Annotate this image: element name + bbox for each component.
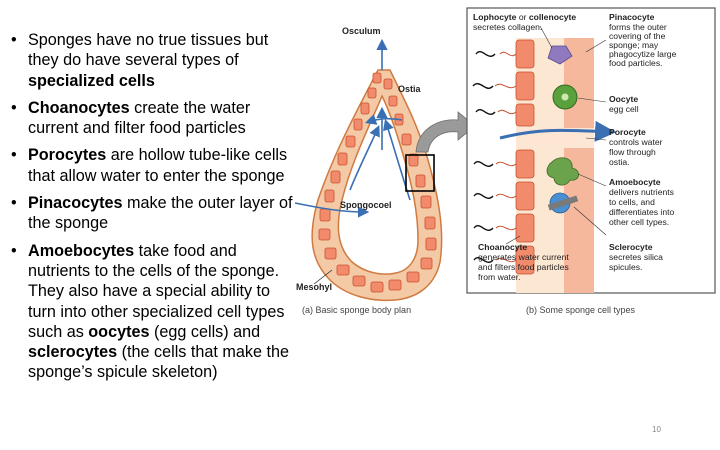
label-choanocyte: Choanocyte bbox=[478, 242, 527, 252]
bullet-item: Sponges have no true tissues but they do… bbox=[10, 30, 295, 91]
label-porocyte: Porocyte bbox=[609, 127, 646, 137]
svg-text:from water.: from water. bbox=[478, 272, 521, 282]
water-flow-arrows bbox=[294, 38, 411, 218]
svg-text:other cell types.: other cell types. bbox=[609, 217, 669, 227]
svg-text:Lophocyte or collenocyte: Lophocyte or collenocyte bbox=[473, 12, 576, 22]
wall-chambers bbox=[318, 72, 437, 293]
svg-text:sponge; may: sponge; may bbox=[609, 40, 659, 50]
label-spongocoel: Spongocoel bbox=[340, 200, 392, 210]
svg-text:food particles.: food particles. bbox=[609, 58, 663, 68]
zoom-box bbox=[405, 154, 435, 192]
bullet-item: Porocytes are hollow tube-like cells tha… bbox=[10, 145, 295, 186]
label-mesohyl: Mesohyl bbox=[296, 282, 332, 292]
svg-text:secretes silica: secretes silica bbox=[609, 252, 663, 262]
svg-text:ostia.: ostia. bbox=[609, 157, 630, 167]
label-oocyte: Oocyte bbox=[609, 94, 638, 104]
svg-text:spicules.: spicules. bbox=[609, 262, 642, 272]
svg-text:controls water: controls water bbox=[609, 137, 663, 147]
svg-text:to cells, and: to cells, and bbox=[609, 197, 655, 207]
svg-text:generates water current: generates water current bbox=[478, 252, 569, 262]
page-number: 10 bbox=[652, 425, 661, 434]
svg-text:differentiates into: differentiates into bbox=[609, 207, 675, 217]
label-lophocyte: Lophocyte bbox=[473, 12, 517, 22]
bullet-item: Amoebocytes take food and nutrients to t… bbox=[10, 241, 295, 383]
zoom-arrow bbox=[415, 111, 476, 153]
desc-lophocyte: secretes collagen. bbox=[473, 22, 542, 32]
cell-types-panel bbox=[466, 7, 716, 294]
sponge-body bbox=[311, 69, 443, 302]
svg-text:phagocytize large: phagocytize large bbox=[609, 49, 677, 59]
svg-text:forms the outer: forms the outer bbox=[609, 22, 667, 32]
label-collenocyte: collenocyte bbox=[529, 12, 577, 22]
caption-b: (b) Some sponge cell types bbox=[526, 305, 636, 315]
label-osculum: Osculum bbox=[342, 26, 381, 36]
svg-text:egg cell: egg cell bbox=[609, 104, 639, 114]
bullet-item: Pinacocytes make the outer layer of the … bbox=[10, 193, 295, 234]
svg-text:and filters food particles: and filters food particles bbox=[478, 262, 569, 272]
svg-text:covering of the: covering of the bbox=[609, 31, 666, 41]
caption-a: (a) Basic sponge body plan bbox=[302, 305, 411, 315]
label-sclerocyte: Sclerocyte bbox=[609, 242, 653, 252]
label-amoebocyte: Amoebocyte bbox=[609, 177, 661, 187]
cell-labels: Lophocyte or collenocyte secretes collag… bbox=[473, 12, 677, 282]
label-ostia: Ostia bbox=[398, 84, 422, 94]
sponge-diagram: Osculum Ostia Spongocoel Mesohyl (a) Bas… bbox=[294, 7, 716, 315]
bullet-list: Sponges have no true tissues but they do… bbox=[10, 30, 295, 390]
bullet-item: Choanocytes create the water current and… bbox=[10, 98, 295, 139]
svg-text:delivers nutrients: delivers nutrients bbox=[609, 187, 674, 197]
label-pinacocyte: Pinacocyte bbox=[609, 12, 655, 22]
svg-text:flow through: flow through bbox=[609, 147, 656, 157]
